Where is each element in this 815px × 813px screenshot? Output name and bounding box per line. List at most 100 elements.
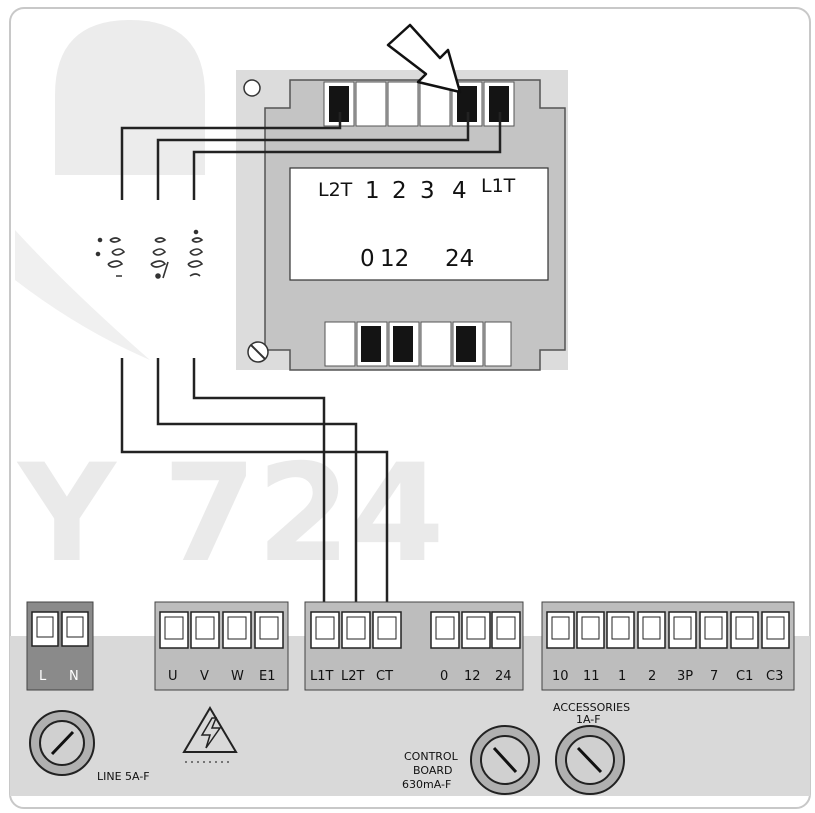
slot-filled [456, 326, 476, 362]
wire-lower-1 [120, 358, 389, 622]
terminal-screw-inner [227, 616, 247, 640]
transformer-bottom-connector [324, 321, 512, 367]
fuse-slot [576, 746, 603, 774]
terminal-label-u: U [168, 669, 178, 684]
coil-icon [187, 229, 204, 277]
arrow-icon [386, 23, 462, 94]
transformer-label-0: 0 [360, 246, 375, 272]
control-fuse-label-line3: 630mA-F [402, 778, 451, 791]
terminal-screw-inner [435, 616, 455, 640]
slot-filled [489, 86, 509, 122]
wire-lower-3 [192, 358, 326, 622]
terminal-label-c1: C1 [736, 669, 753, 684]
control-fuse-label-line2: BOARD [413, 764, 452, 777]
terminal-label-w: W [231, 669, 244, 684]
coil-symbols [95, 229, 204, 279]
terminal-label-l2t: L2T [341, 669, 365, 684]
line-fuse: LINE 5A-F [29, 710, 150, 783]
transformer-label-4: 4 [452, 178, 467, 204]
terminal-screw-inner [766, 616, 785, 640]
slot-filled [393, 326, 413, 362]
terminal-label-11: 11 [583, 669, 600, 684]
terminal-label-c3: C3 [766, 669, 783, 684]
terminal-label-n: N [69, 669, 79, 684]
transformer-label-3: 3 [420, 178, 435, 204]
terminal-screw-inner [195, 616, 215, 640]
high-voltage-warning-icon [182, 706, 238, 763]
terminal-label-0: 0 [440, 669, 448, 684]
slot [387, 81, 419, 127]
terminal-screw-inner [551, 616, 570, 640]
terminal-label-12: 12 [464, 669, 481, 684]
terminal-screw-inner [315, 616, 335, 640]
terminal-block-transformer: L1T L2T CT 0 12 24 [304, 601, 524, 691]
transformer-label-2: 2 [392, 178, 407, 204]
terminal-block-motor: U V W E1 [154, 601, 289, 691]
terminal-screw [31, 611, 59, 647]
fuse-slot [492, 746, 518, 774]
transformer-label-24: 24 [445, 246, 474, 272]
control-fuse-label-line1: CONTROL [404, 750, 459, 763]
terminal-label-l: L [39, 669, 47, 684]
terminal-label-ct: CT [376, 669, 393, 684]
terminal-screw-inner [735, 616, 754, 640]
watermark-keyhole-shape [55, 20, 205, 175]
terminal-screw-inner [581, 616, 600, 640]
transformer-label-l1t: L1T [481, 175, 516, 197]
terminal-block-accessories: 10 11 1 2 3P 7 C1 C3 [541, 601, 795, 691]
terminal-label-10: 10 [552, 669, 569, 684]
slot [355, 81, 387, 127]
slot-filled [329, 86, 349, 122]
terminal-label-l1t: L1T [310, 669, 334, 684]
control-board-fuse: CONTROL BOARD 630mA-F [402, 725, 540, 795]
transformer: L2T 1 2 3 4 L1T 0 12 24 [236, 70, 568, 371]
screw-slot [250, 344, 266, 360]
terminal-screw-inner [164, 616, 184, 640]
slot [484, 321, 512, 367]
terminal-label-1: 1 [618, 669, 626, 684]
watermark-leaf-left [15, 230, 150, 360]
terminal-label-v: V [200, 669, 209, 684]
wires [120, 112, 502, 622]
mounting-hole [243, 79, 261, 97]
terminal-screw-inner [346, 616, 366, 640]
terminal-screw-inner [66, 616, 84, 638]
terminal-label-3p: 3P [677, 669, 693, 684]
terminal-label-24: 24 [495, 669, 512, 684]
fuse-slot [50, 730, 75, 756]
slot-filled [457, 86, 477, 122]
coil-icon [95, 237, 126, 277]
terminal-screw [61, 611, 89, 647]
wire-lower-2 [156, 358, 358, 622]
transformer-label-l2t: L2T [318, 179, 353, 201]
slot [324, 321, 356, 367]
transformer-label-12: 12 [380, 246, 409, 272]
terminal-screw-inner [642, 616, 661, 640]
coil-icon [150, 237, 169, 279]
terminal-block-line: L N [26, 601, 94, 691]
accessories-fuse: ACCESSORIES 1A-F [553, 701, 630, 795]
terminal-screw-inner [673, 616, 692, 640]
terminal-screw-inner [259, 616, 279, 640]
transformer-label-1: 1 [365, 178, 380, 204]
terminal-label-2: 2 [648, 669, 656, 684]
terminal-screw-inner [377, 616, 397, 640]
wire-upper-3 [192, 112, 502, 200]
accessories-fuse-label-line2: 1A-F [576, 713, 601, 726]
terminal-screw-inner [36, 616, 54, 638]
terminal-screw-inner [466, 616, 486, 640]
terminal-screw-inner [496, 616, 516, 640]
watermark-text: Y 724 [16, 435, 445, 592]
wire-upper-2 [156, 112, 470, 200]
slot-filled [361, 326, 381, 362]
transformer-label-panel [289, 167, 549, 281]
wire-upper-1 [120, 112, 342, 200]
terminal-screw-inner [704, 616, 723, 640]
terminal-screw-inner [611, 616, 630, 640]
terminal-label-e1: E1 [259, 669, 276, 684]
terminal-label-7: 7 [710, 669, 718, 684]
line-fuse-label: LINE 5A-F [97, 770, 150, 783]
slot [420, 321, 452, 367]
accessories-fuse-label-line1: ACCESSORIES [553, 701, 630, 714]
